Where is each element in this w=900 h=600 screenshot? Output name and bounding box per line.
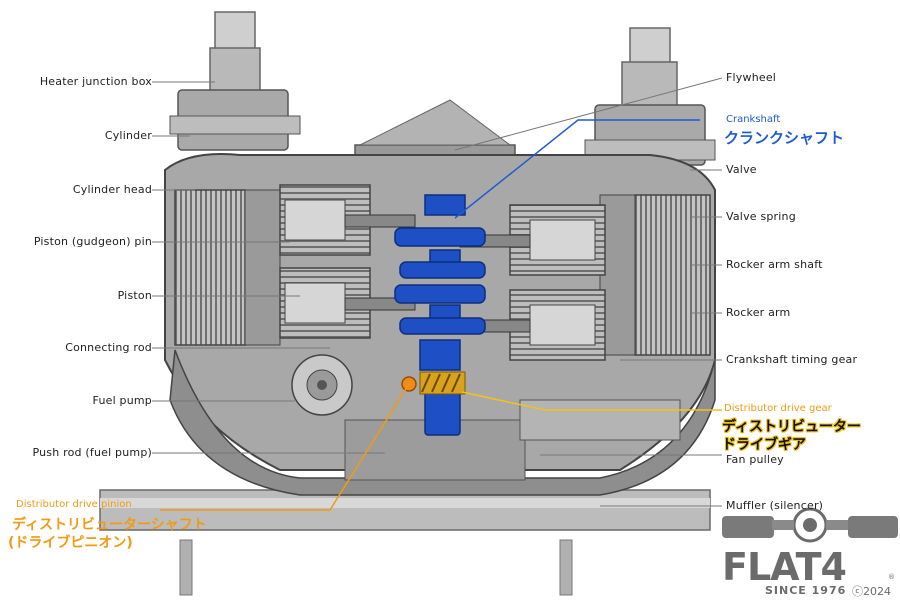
heater-junction-box-right [584, 27, 716, 166]
label-connecting-rod: Connecting rod [65, 341, 152, 354]
distributor-drive-gear [419, 371, 466, 395]
fuel-pump [291, 354, 353, 416]
heater-junction-box-left [169, 11, 301, 151]
label-cylinder: Cylinder [104, 129, 152, 142]
cylinder-head-left [174, 189, 281, 346]
logo-registered: ® [888, 573, 895, 581]
crankshaft-highlight [394, 194, 486, 436]
label-crankshaft-en: Crankshaft [726, 114, 781, 125]
cylinders-right [509, 204, 606, 361]
label-fan-pulley: Fan pulley [726, 453, 784, 466]
label-distributor-gear-en: Distributor drive gear [724, 403, 832, 414]
cylinder-head-right [599, 194, 711, 356]
leader-lines-left [152, 81, 385, 454]
label-crankshaft-jp: クランクシャフト [724, 129, 845, 147]
label-muffler: Muffler (silencer) [726, 499, 824, 512]
label-distributor-pinion-jp-2: (ドライブピニオン) [8, 535, 133, 551]
label-rocker-arm: Rocker arm [726, 306, 791, 319]
distributor-gear-leader [461, 391, 722, 411]
label-piston-pin: Piston (gudgeon) pin [33, 235, 152, 248]
crankshaft-leader [454, 119, 700, 219]
label-valve-spring: Valve spring [726, 210, 796, 223]
label-distributor-pinion-en: Distributor drive pinion [16, 499, 132, 510]
label-piston: Piston [117, 289, 152, 302]
fan-pulley [519, 399, 681, 441]
label-heater-junction-box: Heater junction box [39, 75, 152, 88]
flat4-logo-graphic [722, 507, 898, 543]
label-valve: Valve [726, 163, 757, 176]
label-fuel-pump: Fuel pump [92, 394, 152, 407]
cylinders-left [279, 184, 371, 339]
label-crankshaft-timing-gear: Crankshaft timing gear [726, 353, 858, 366]
label-distributor-pinion-jp-1: ディストリビューターシャフト [12, 517, 207, 533]
logo-since: SINCE 1976 [765, 584, 847, 597]
leader-lines-right [454, 77, 723, 507]
label-push-rod: Push rod (fuel pump) [32, 446, 152, 459]
label-flywheel: Flywheel [726, 71, 777, 84]
label-rocker-arm-shaft: Rocker arm shaft [726, 258, 823, 271]
logo-copyright: ⓒ2024 [852, 585, 891, 598]
label-distributor-gear-jp-2: ドライブギア [722, 437, 806, 453]
label-cylinder-head: Cylinder head [72, 183, 152, 196]
label-distributor-gear-jp-1: ディストリビューター [722, 419, 862, 435]
logo-flat4: FLAT4 [722, 545, 847, 589]
distributor-pinion-leader [160, 383, 410, 511]
